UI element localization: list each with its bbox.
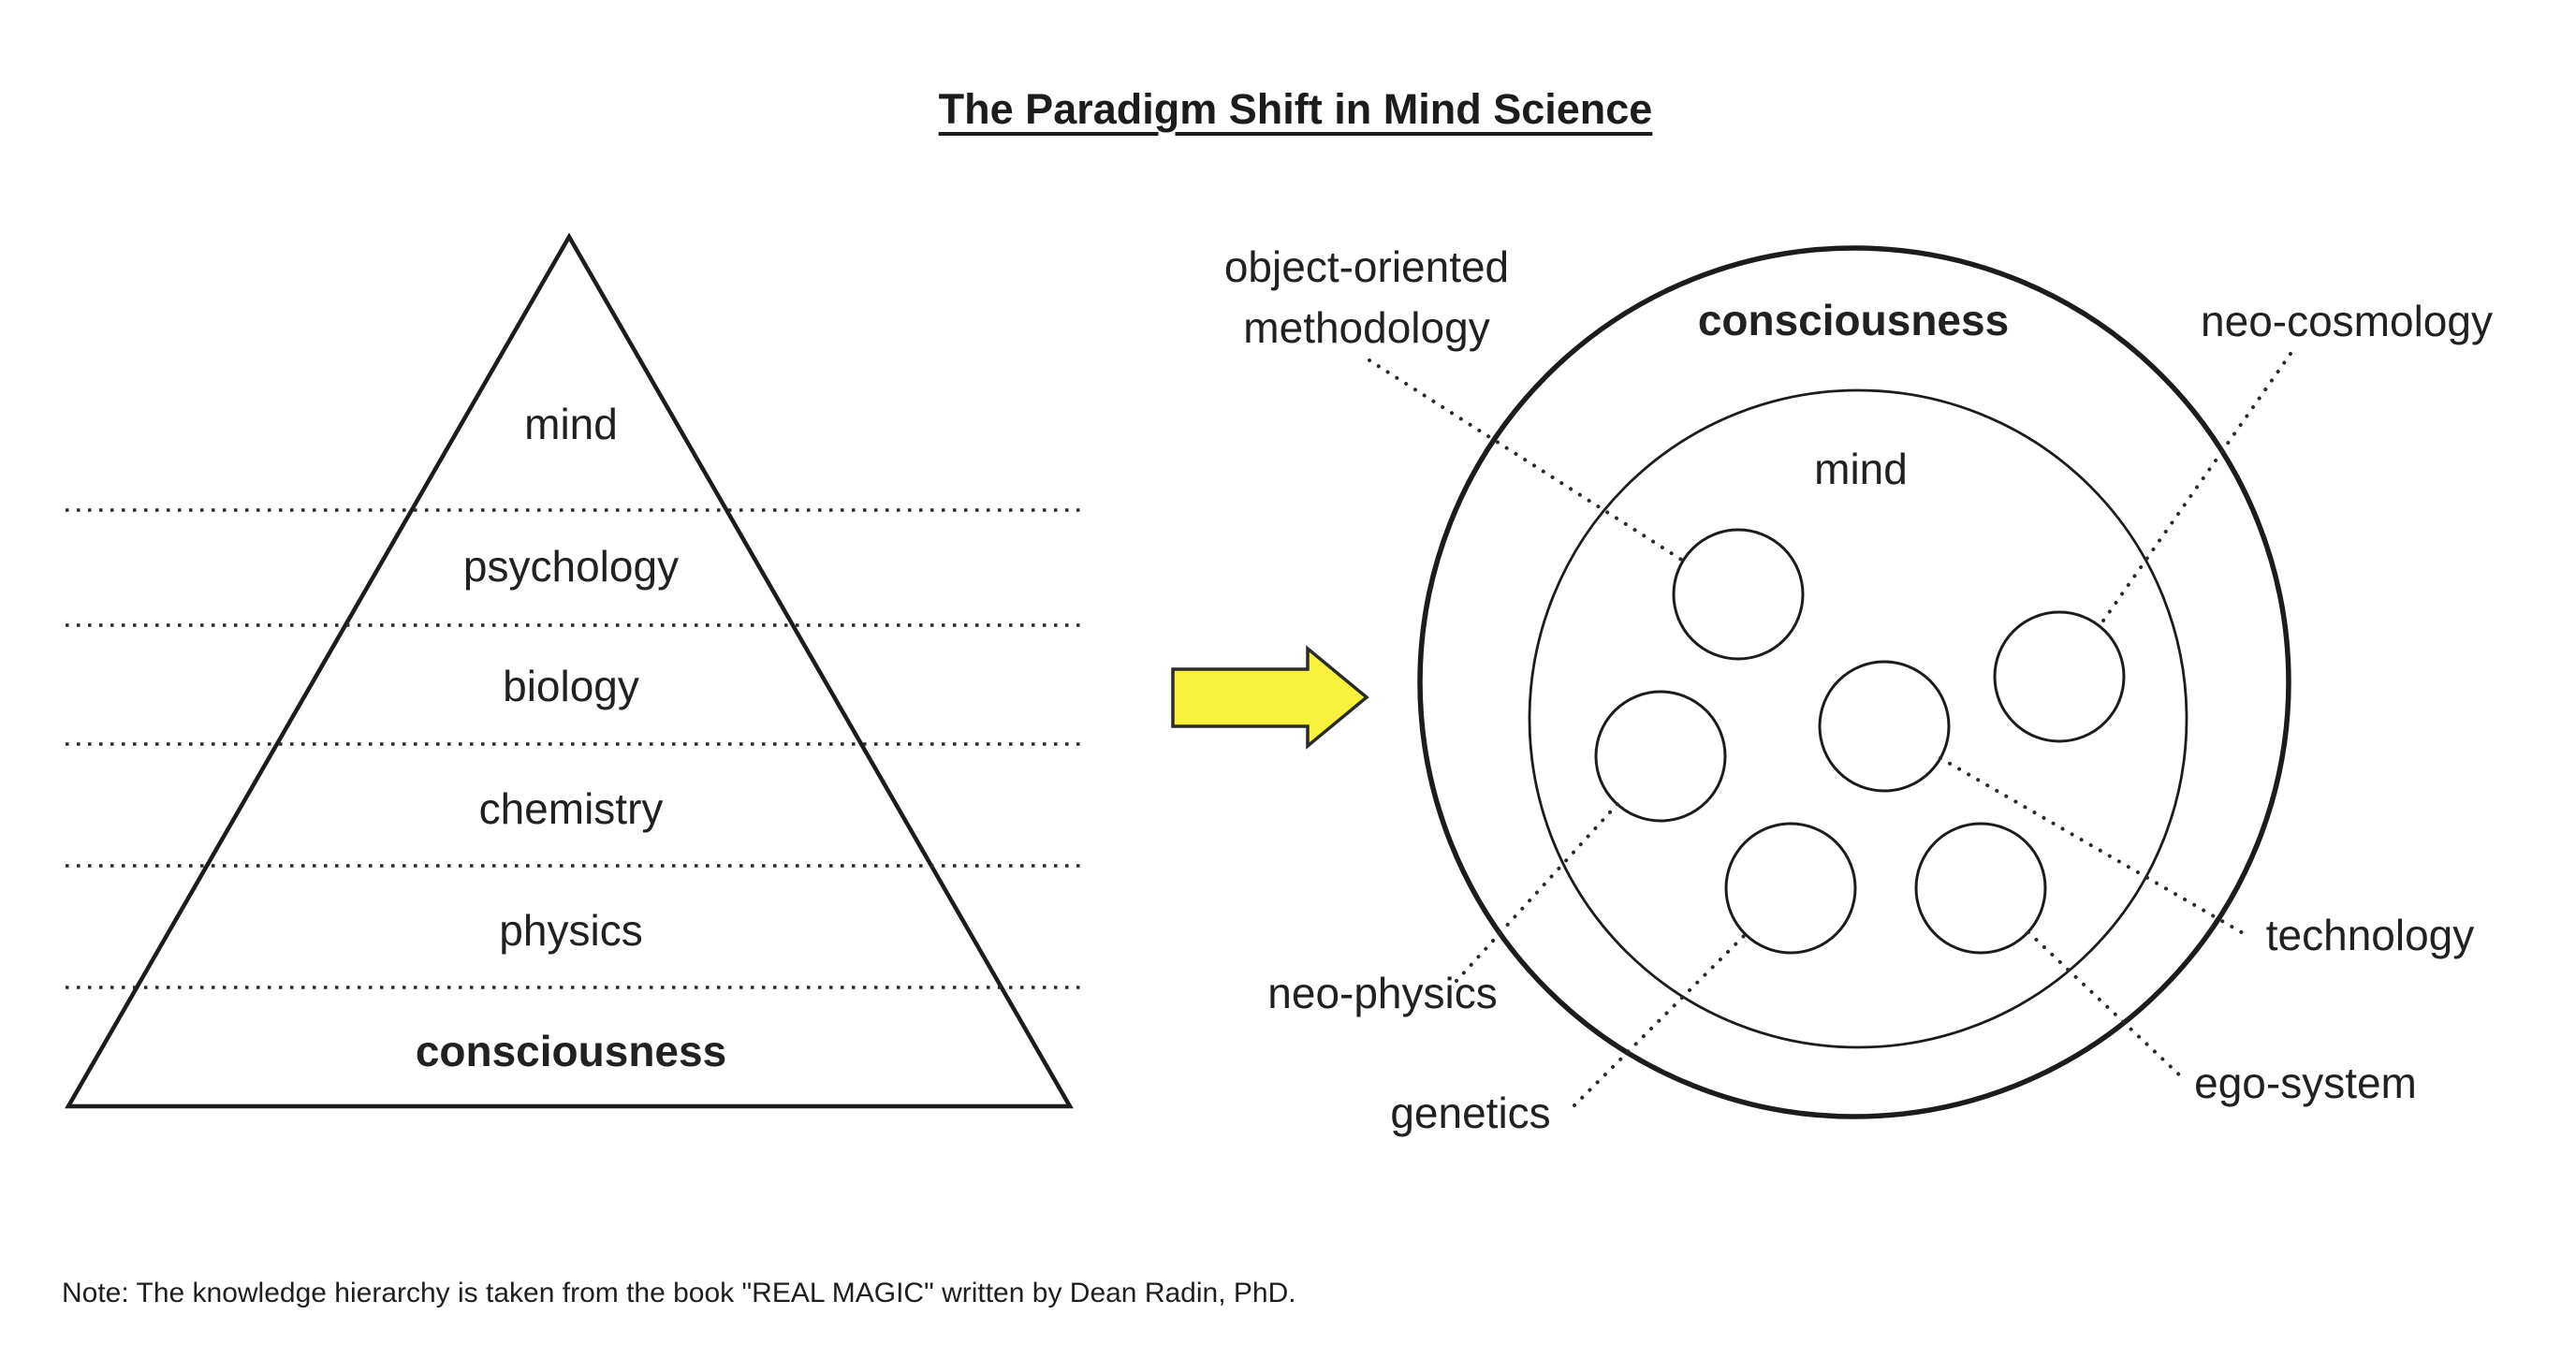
circle-object-oriented-methodology [1672, 528, 1805, 661]
pyramid-triangle [65, 232, 1074, 1109]
outer-consciousness-circle [1417, 245, 2291, 1119]
leader-genetics [1573, 932, 1748, 1107]
venn-label-object-oriented-methodology: object-oriented methodology [1223, 242, 1510, 352]
circle-genetics [1724, 822, 1857, 955]
inner-mind-circle [1528, 388, 2188, 1049]
circle-neo-physics [1594, 690, 1727, 823]
venn-label-technology: technology [2265, 911, 2475, 960]
pyramid-level-mind: mind [524, 400, 618, 449]
circle-neo-cosmology [1993, 610, 2126, 743]
venn-label-ego-system: ego-system [2194, 1059, 2417, 1108]
leader-lines [1368, 352, 2292, 1107]
pyramid-level-psychology: psychology [462, 542, 680, 592]
pyramid-level-physics: physics [499, 906, 643, 956]
leader-ego-system [2027, 930, 2185, 1080]
circle-technology [1818, 660, 1951, 793]
pyramid-level-separators [66, 508, 1086, 989]
circle-ego-system [1914, 822, 2047, 955]
leader-neo-cosmology [2100, 352, 2292, 625]
pyramid-level-chemistry: chemistry [478, 784, 664, 834]
venn-label-neo-cosmology: neo-cosmology [2201, 297, 2493, 346]
venn-label-consciousness: consciousness [1697, 296, 2010, 345]
page-title: The Paradigm Shift in Mind Science [938, 85, 1653, 133]
leader-technology [1939, 756, 2247, 936]
leader-object-oriented-methodology [1368, 358, 1685, 563]
pyramid-level-consciousness: consciousness [415, 1027, 727, 1076]
leader-neo-physics [1455, 802, 1619, 983]
venn-label-neo-physics: neo-physics [1267, 969, 1498, 1018]
venn-label-genetics: genetics [1390, 1089, 1551, 1138]
venn-label-mind: mind [1814, 445, 1908, 494]
source-note: Note: The knowledge hierarchy is taken f… [62, 1278, 1296, 1308]
paradigm-shift-arrow [1171, 645, 1369, 750]
satellite-circles [1594, 528, 2126, 955]
pyramid-level-biology: biology [503, 662, 639, 711]
